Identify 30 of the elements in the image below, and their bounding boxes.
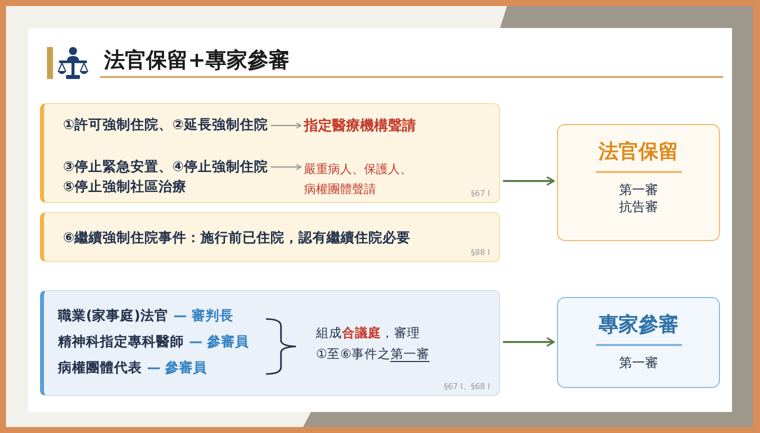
section-reference: §88 I: [470, 248, 490, 258]
instance-text: 抗告審: [619, 199, 658, 216]
arrow: [270, 122, 302, 128]
arrow: [270, 164, 302, 170]
instance-text: 第一審: [619, 355, 658, 372]
court-panel: [40, 290, 500, 396]
case-panel: [40, 212, 500, 262]
result-box: [557, 297, 720, 388]
composition-note: 組成合議庭，審理①至⑥事件之第一審: [316, 324, 430, 363]
member-name: 精神科指定專科醫師: [58, 333, 184, 351]
result-box: [557, 124, 720, 241]
petitioner-text: 嚴重病人、保護人、病權團體聲請: [304, 159, 412, 199]
case-text: ③停止緊急安置、④停止強制住院⑤停止強制社區治療: [63, 157, 268, 197]
member-name: 職業(家事庭)法官: [58, 307, 168, 325]
petitioner-text: 指定醫療機構聲請: [304, 118, 416, 135]
case-text: ⑥繼續強制住院事件：施行前已住院，認有繼續住院必要: [63, 230, 410, 247]
box-title: 法官保留: [598, 139, 678, 163]
box-title: 專家參審: [598, 312, 678, 336]
member-role: — 參審員: [189, 333, 250, 351]
page-title: 法官保留+專家參審: [104, 47, 290, 74]
arrow: [503, 338, 555, 346]
case-text: ①許可強制住院、②延長強制住院: [63, 117, 268, 134]
instance-text: 第一審: [619, 182, 658, 199]
member-role: — 審判長: [173, 307, 234, 325]
section-reference: §67 I: [470, 189, 490, 199]
arrow: [503, 176, 555, 186]
member-name: 病權團體代表: [58, 359, 142, 377]
member-role: — 參審員: [147, 359, 208, 377]
case-panel: [40, 103, 500, 203]
section-reference: §67 I、§68 I: [444, 382, 490, 392]
